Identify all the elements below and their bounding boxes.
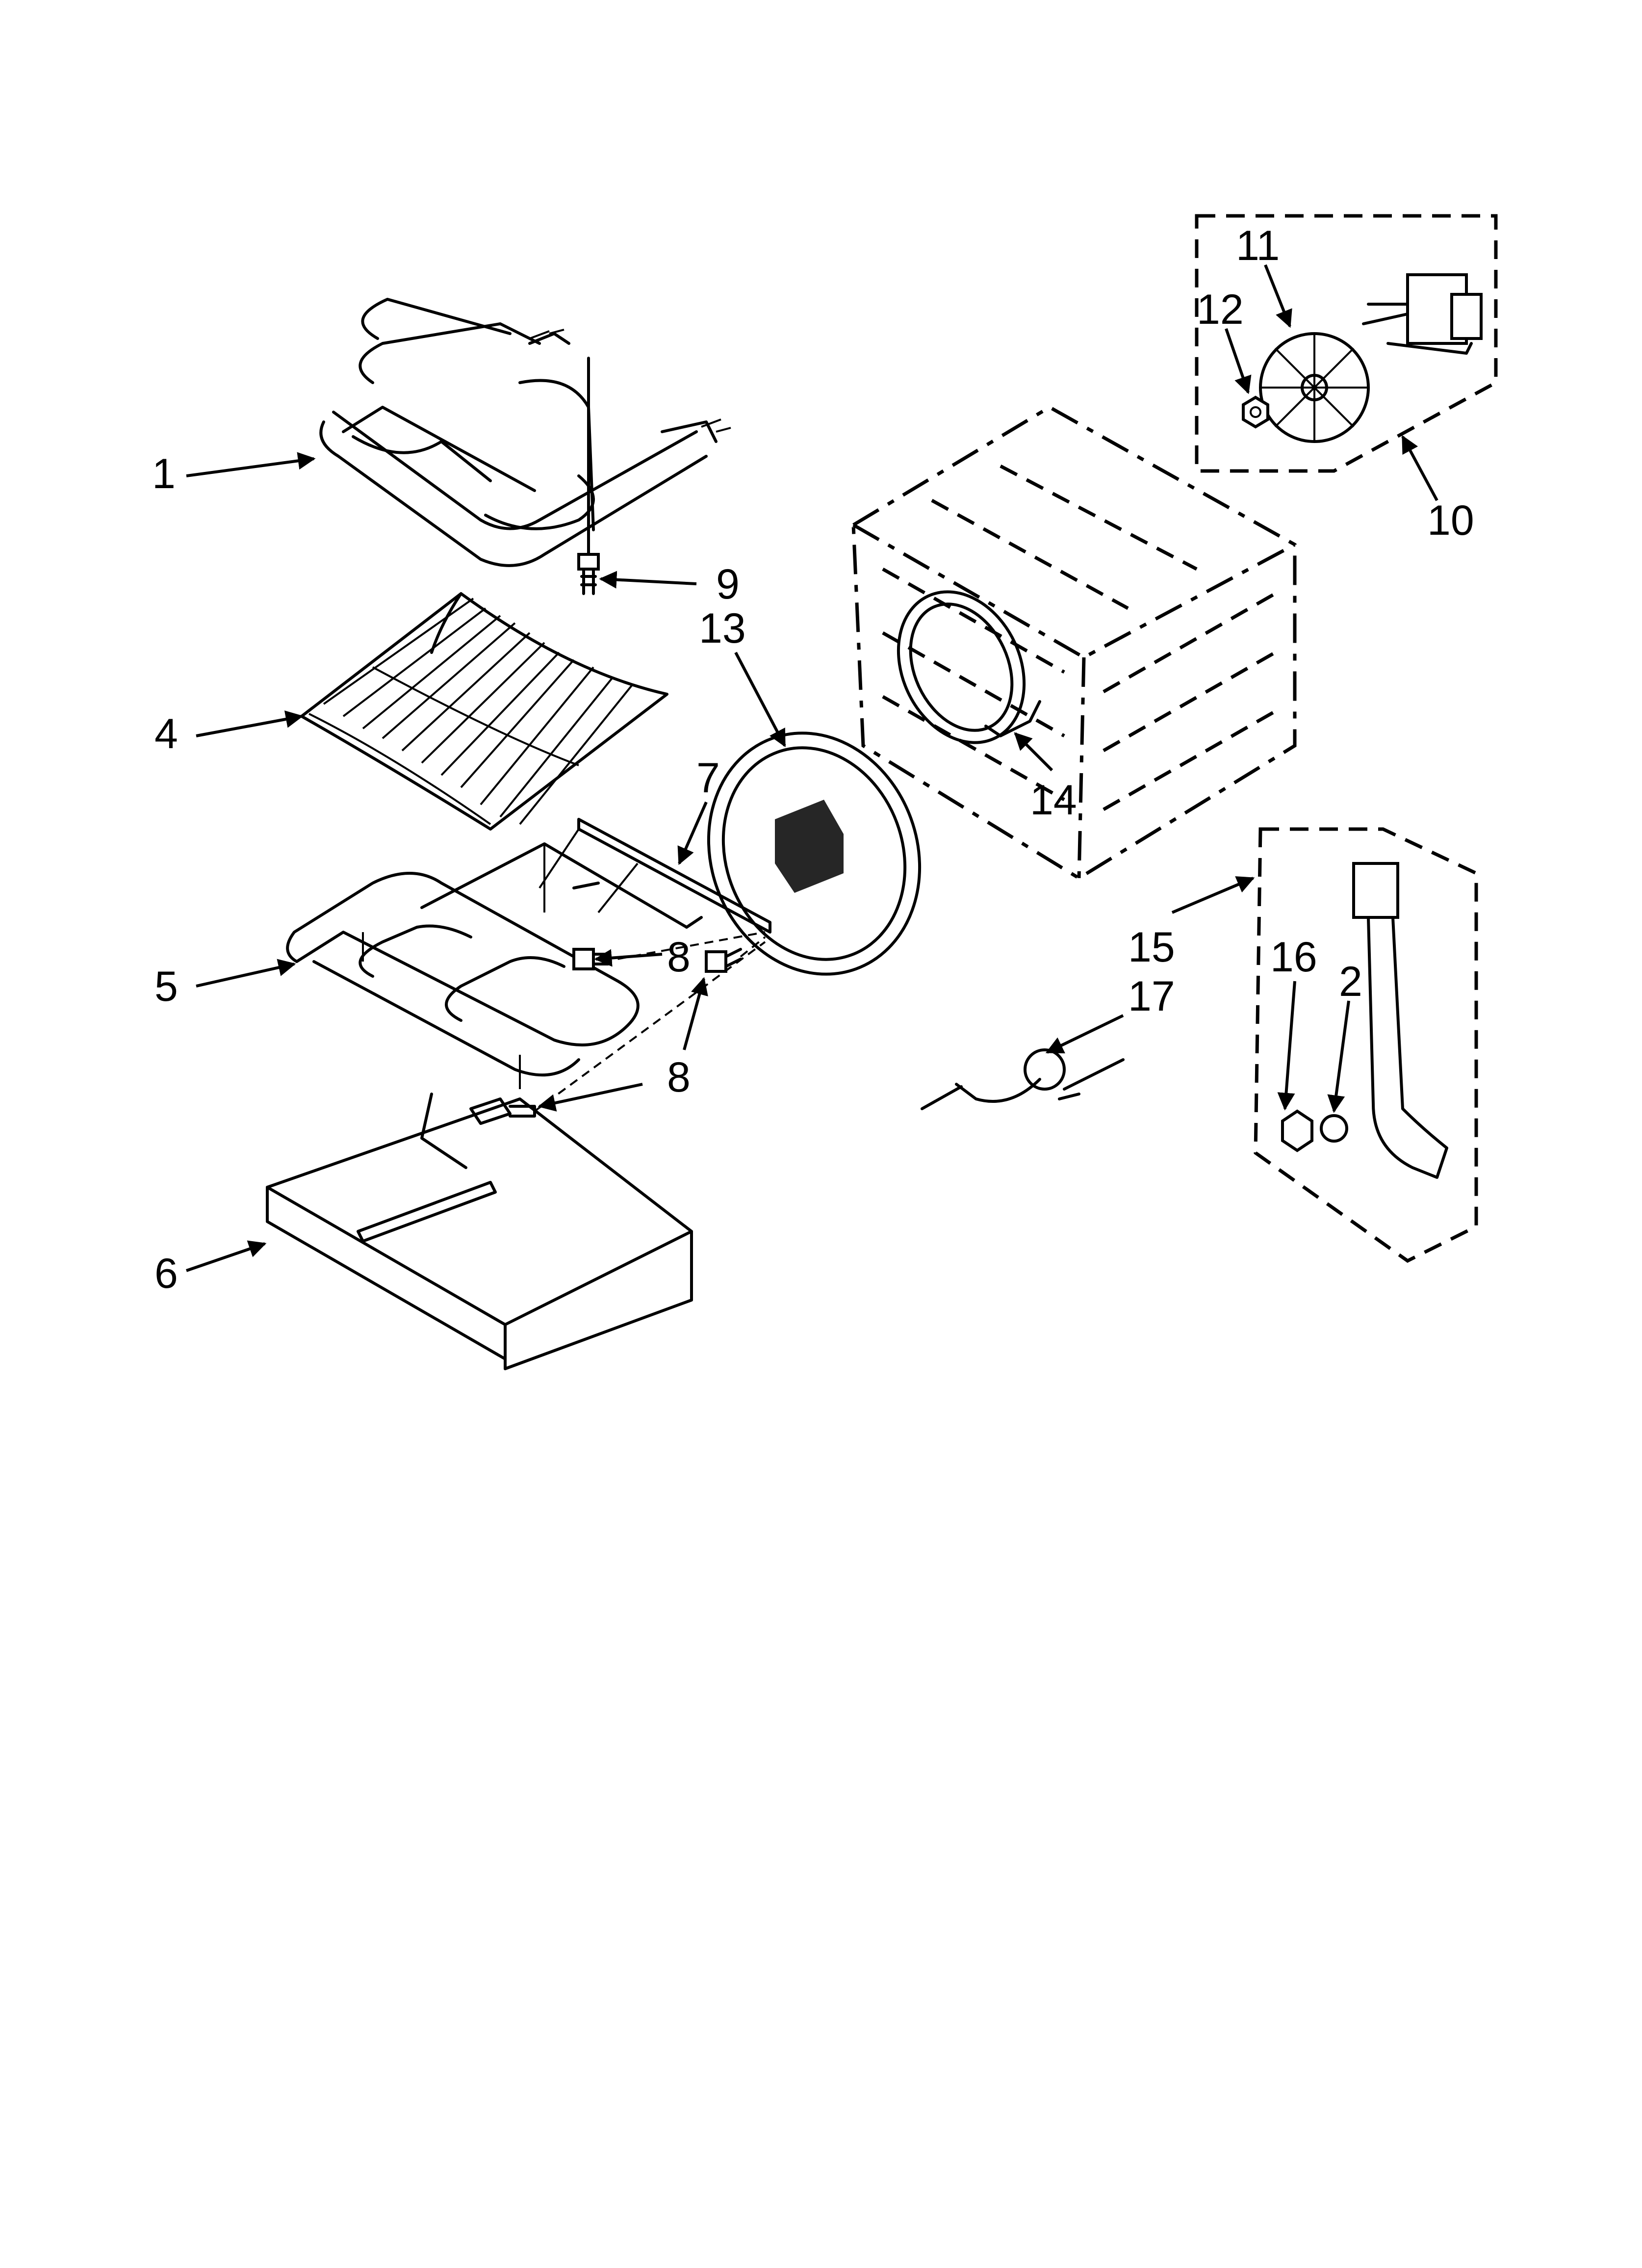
part-16-nut [1281,1109,1313,1152]
part-12-nut [1242,395,1269,429]
callout-labels: 1 9 13 4 7 8 5 8 6 11 12 10 14 15 16 2 1… [152,222,1474,1297]
part-7-bracket [539,818,771,934]
callout-8b: 8 [667,1054,691,1101]
part-1-element [319,298,731,567]
callout-2: 2 [1339,958,1362,1005]
part-5-element [286,842,703,1089]
callout-9: 9 [716,561,740,608]
callout-5: 5 [154,963,178,1010]
part-15-sensor-group [1254,827,1478,1263]
callout-10: 10 [1427,497,1474,544]
part-11-fan-blade [1259,332,1370,443]
part-2-washer [1320,1114,1348,1143]
callout-13: 13 [699,605,746,652]
callout-16: 16 [1270,934,1317,981]
part-14-oven-cavity [851,405,1297,881]
part-6-tray [266,1093,693,1370]
callout-4: 4 [154,710,178,757]
part-10-fan-motor-kit [1195,214,1498,473]
part-4-oven-rack [300,592,668,831]
leader-lines [186,264,1438,1272]
callout-11: 11 [1236,222,1280,269]
motor [1362,273,1483,355]
callout-8a: 8 [667,934,691,981]
sensor [1352,862,1448,1179]
callout-1: 1 [152,450,176,497]
callout-6: 6 [154,1250,178,1297]
part-9-screw [577,553,600,595]
part-8-screw-b [705,948,742,973]
callout-7: 7 [696,755,720,802]
part-17-meat-probe [921,1048,1125,1110]
callout-12: 12 [1197,286,1244,333]
callout-15: 15 [1128,924,1175,971]
callout-17: 17 [1128,973,1175,1020]
callout-14: 14 [1030,777,1077,824]
